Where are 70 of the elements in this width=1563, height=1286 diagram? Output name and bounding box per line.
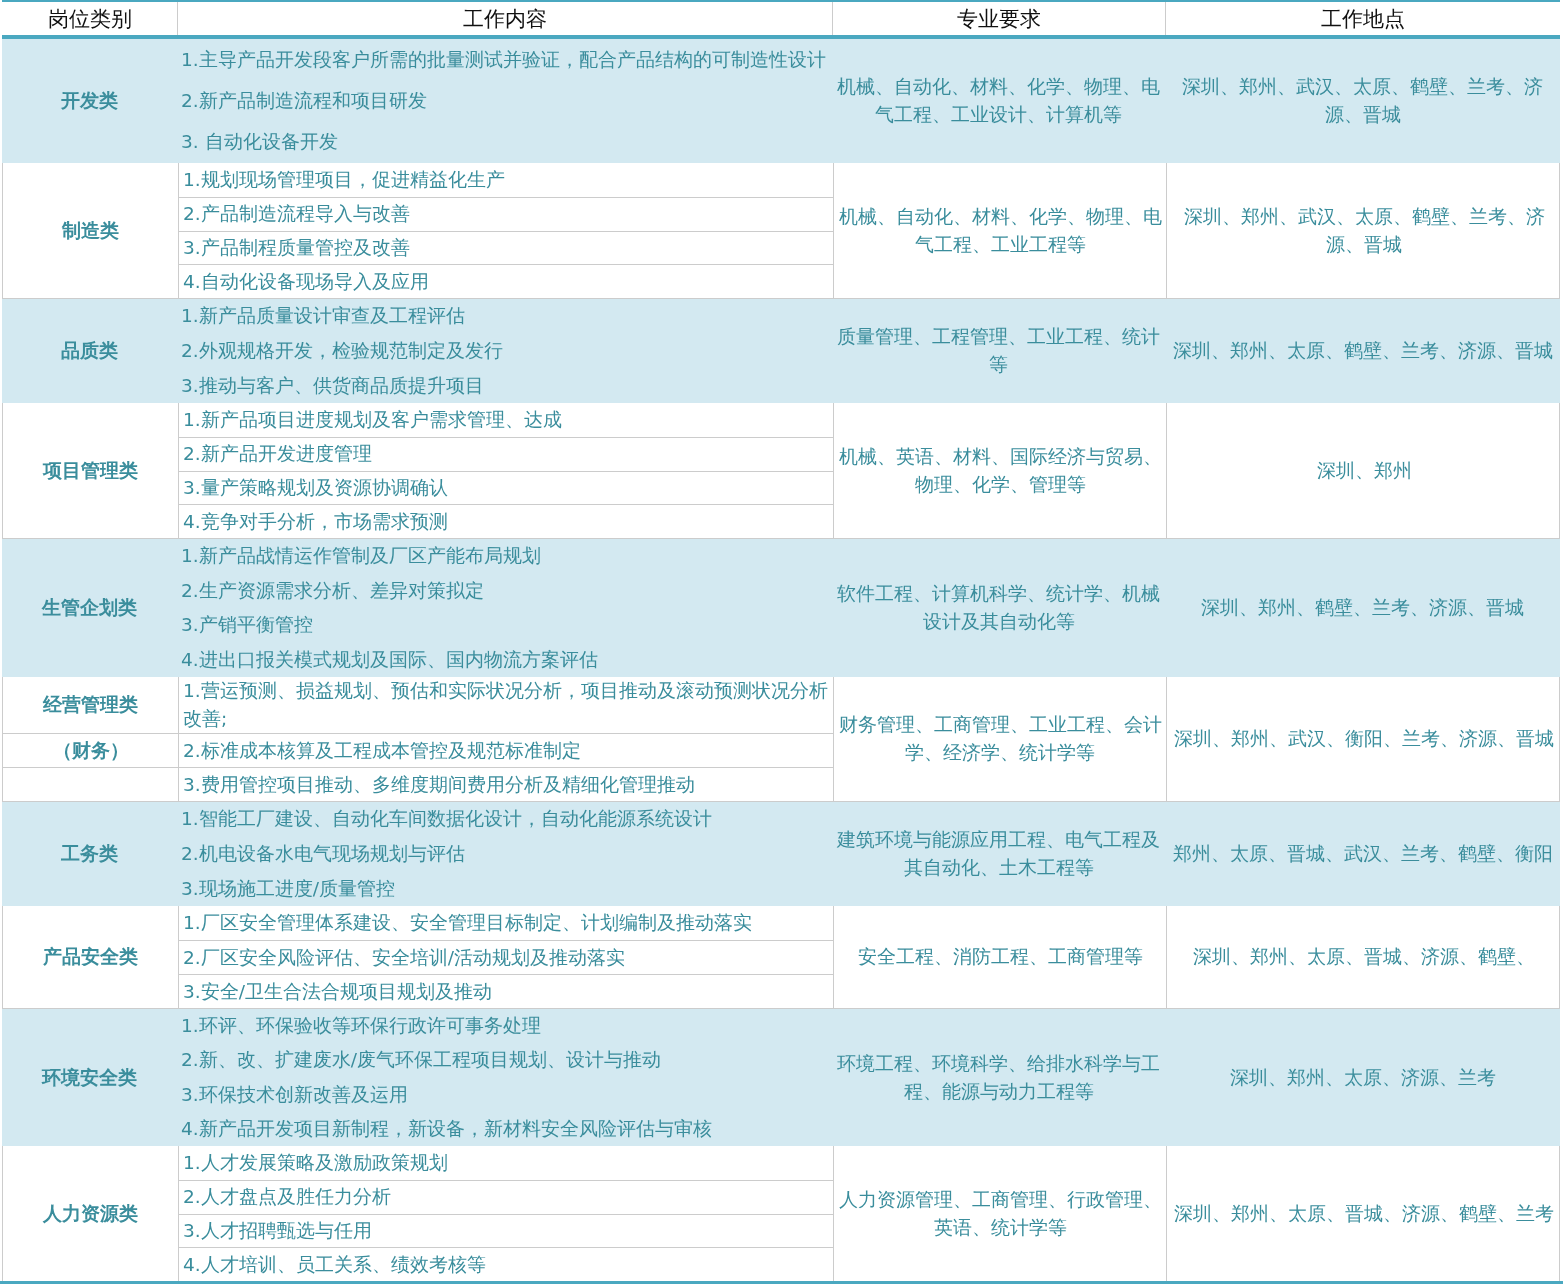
duty-text: 3.人才招聘甄选与任用 xyxy=(183,1218,372,1243)
duty-text: 1.新产品质量设计审查及工程评估 xyxy=(181,304,465,329)
major-text: 安全工程、消防工程、工商管理等 xyxy=(857,945,1143,969)
duty-text: 2.外观规格开发，检验规范制定及发行 xyxy=(181,339,503,363)
location-text: 深圳、郑州、太原、晋城、济源、鹤壁、兰考 xyxy=(1174,1201,1554,1226)
duty-text: 3.费用管控项目推动、多维度期间费用分析及精细化管理推动 xyxy=(183,772,695,797)
column-header: 专业要求 xyxy=(957,5,1041,33)
major-text: 软件工程、计算机科学、统计学、机械设计及其自动化等 xyxy=(836,582,1161,634)
location-text: 深圳、郑州、武汉、太原、鹤壁、兰考、济源、晋城 xyxy=(1182,204,1546,257)
column-header: 工作地点 xyxy=(1321,5,1405,33)
duty-text: 3.量产策略规划及资源协调确认 xyxy=(183,475,448,500)
duty-text: 4.进出口报关模式规划及国际、国内物流方案评估 xyxy=(181,647,598,672)
duty-text: 3.环保技术创新改善及运用 xyxy=(181,1082,408,1107)
category-label: 开发类 xyxy=(61,89,118,113)
duty-text: 4.竞争对手分析，市场需求预测 xyxy=(183,509,448,534)
major-text: 人力资源管理、工商管理、行政管理、英语、统计学等 xyxy=(838,1187,1162,1240)
location-text: 深圳、郑州、鹤壁、兰考、济源、晋城 xyxy=(1201,596,1524,620)
major-text: 机械、英语、材料、国际经济与贸易、物理、化学、管理等 xyxy=(838,444,1162,497)
category-label: 产品安全类 xyxy=(43,945,138,969)
category-label: 经营管理类 xyxy=(43,693,138,717)
duty-text: 2.标准成本核算及工程成本管控及规范标准制定 xyxy=(183,738,581,763)
duty-text: 3.推动与客户、供货商品质提升项目 xyxy=(181,373,484,398)
duty-text: 2.厂区安全风险评估、安全培训/活动规划及推动落实 xyxy=(183,945,625,970)
category-label: 人力资源类 xyxy=(43,1201,138,1226)
location-text: 深圳、郑州、太原、鹤壁、兰考、济源、晋城 xyxy=(1172,339,1553,363)
duty-text: 3.现场施工进度/质量管控 xyxy=(181,876,395,901)
column-header: 工作内容 xyxy=(463,5,547,33)
location-text: 深圳、郑州、太原、济源、兰考 xyxy=(1229,1065,1496,1090)
category-label: 生管企划类 xyxy=(42,596,137,620)
duty-text: 2.生产资源需求分析、差异对策拟定 xyxy=(181,578,484,603)
category-label: 制造类 xyxy=(62,218,119,243)
category-label: 环境安全类 xyxy=(42,1065,137,1090)
major-text: 财务管理、工商管理、工业工程、会计学、经济学、统计学等 xyxy=(838,713,1162,765)
duty-text: 3.产销平衡管控 xyxy=(181,613,313,638)
location-text: 深圳、郑州 xyxy=(1316,458,1412,483)
category-label: 品质类 xyxy=(61,339,118,363)
location-text: 深圳、郑州、太原、晋城、济源、鹤壁、 xyxy=(1193,945,1535,969)
duty-text: 3.产品制程质量管控及改善 xyxy=(183,235,410,260)
duty-text: 4.人才培训、员工关系、绩效考核等 xyxy=(183,1252,486,1277)
location-text: 深圳、郑州、武汉、太原、鹤壁、兰考、济源、晋城 xyxy=(1181,75,1544,127)
duty-text: 2.新、改、扩建废水/废气环保工程项目规划、设计与推动 xyxy=(181,1048,661,1073)
duty-text: 2.新产品制造流程和项目研发 xyxy=(181,89,427,113)
major-text: 机械、自动化、材料、化学、物理、电气工程、工业工程等 xyxy=(838,204,1162,257)
duty-text: 2.人才盘点及胜任力分析 xyxy=(183,1185,391,1210)
duty-text: 2.产品制造流程导入与改善 xyxy=(183,202,410,227)
duty-text: 2.机电设备水电气现场规划与评估 xyxy=(181,842,465,866)
duty-text: 3.安全/卫生合法合规项目规划及推动 xyxy=(183,979,492,1004)
location-text: 深圳、郑州、武汉、衡阳、兰考、济源、晋城 xyxy=(1174,727,1554,751)
duty-text: 1.新产品项目进度规划及客户需求管理、达成 xyxy=(183,407,562,432)
duty-text: 1.营运预测、损益规划、预估和实际状况分析，项目推动及滚动预测状况分析改善; xyxy=(183,679,829,731)
major-text: 建筑环境与能源应用工程、电气工程及其自动化、土木工程等 xyxy=(836,828,1161,880)
duty-text: 1.人才发展策略及激励政策规划 xyxy=(183,1150,448,1175)
duty-text: 1.厂区安全管理体系建设、安全管理目标制定、计划编制及推动落实 xyxy=(183,911,752,935)
major-text: 环境工程、环境科学、给排水科学与工程、能源与动力工程等 xyxy=(836,1051,1161,1104)
column-header: 岗位类别 xyxy=(47,5,132,33)
duty-text: 1.主导产品开发段客户所需的批量测试并验证，配合产品结构的可制造性设计 xyxy=(181,47,826,72)
duty-text: 3. 自动化设备开发 xyxy=(181,130,338,155)
major-text: 质量管理、工程管理、工业工程、统计等 xyxy=(836,325,1161,377)
duty-text: 1.规划现场管理项目，促进精益化生产 xyxy=(183,167,505,192)
location-text: 郑州、太原、晋城、武汉、兰考、鹤壁、衡阳 xyxy=(1172,842,1553,866)
duty-text: 4.自动化设备现场导入及应用 xyxy=(183,269,429,294)
category-label: 项目管理类 xyxy=(43,458,138,483)
duty-text: 2.新产品开发进度管理 xyxy=(183,442,372,467)
duty-text: 4.新产品开发项目新制程，新设备，新材料安全风险评估与审核 xyxy=(181,1116,712,1141)
category-label: 工务类 xyxy=(61,842,118,866)
duty-text: 1.智能工厂建设、自动化车间数据化设计，自动化能源系统设计 xyxy=(181,807,712,832)
duty-text: 1.环评、环保验收等环保行政许可事务处理 xyxy=(181,1014,541,1039)
major-text: 机械、自动化、材料、化学、物理、电气工程、工业设计、计算机等 xyxy=(836,75,1161,127)
duty-text: 1.新产品战情运作管制及厂区产能布局规划 xyxy=(181,544,541,569)
category-label: （财务） xyxy=(52,738,129,763)
